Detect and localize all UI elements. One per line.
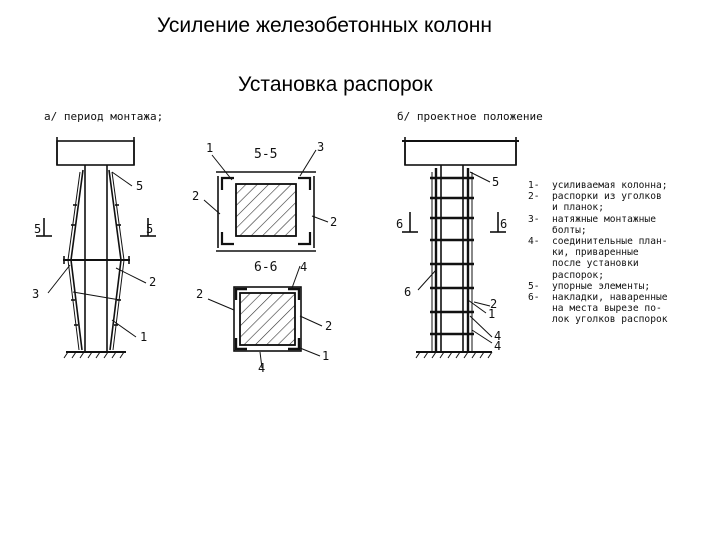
mark-2-b: 2 (490, 297, 497, 311)
mark-5-a: 5 (136, 179, 143, 193)
section-66-labels: 6-6 4 2 2 1 4 (196, 260, 332, 375)
mark-3-s55: 3 (317, 140, 324, 154)
section-55-title: 5-5 (254, 147, 277, 162)
view-a-assembly (36, 137, 156, 359)
mark-5-sec-left: 5 (34, 222, 41, 236)
beam-a (56, 140, 135, 166)
legend-text: соединительные план- ки, приваренные пос… (552, 236, 668, 281)
view-b-design (402, 137, 519, 359)
beam-b (404, 140, 517, 166)
mark-6-sec-right: 6 (500, 217, 507, 231)
legend-num: 6- (528, 292, 540, 304)
section-66-title: 6-6 (254, 260, 277, 275)
legend-item: 6- накладки, наваренные на места вырезе … (528, 292, 668, 326)
mark-4-s66-bottom: 4 (258, 361, 265, 375)
view-a-labels: 5 5 5 3 2 1 (32, 179, 156, 344)
legend-num: 5- (528, 280, 540, 292)
mark-1-b: 1 (488, 307, 495, 321)
legend-text: натяжные монтажные болты; (552, 213, 656, 236)
legend-text: накладки, наваренные на места вырезе по-… (552, 292, 668, 326)
legend-item: 2- распорки из уголков и планок; (528, 191, 668, 213)
legend: 1- усиливаемая колонна; 2- распорки из у… (528, 180, 668, 326)
legend-text: упорные элементы; (552, 280, 651, 292)
slide-subtitle: Установка распорок (238, 73, 433, 96)
mark-4-s66-top: 4 (300, 260, 307, 274)
legend-item: 5- упорные элементы; (528, 281, 668, 292)
legend-item: 3- натяжные монтажные болты; (528, 214, 668, 236)
legend-text: усиливаемая колонна; (552, 180, 668, 191)
right-caption: б/ проектное положение (397, 110, 543, 123)
slide-title: Усиление железобетонных колонн (157, 14, 492, 37)
mark-2-s55-left: 2 (192, 189, 199, 203)
legend-text: распорки из уголков и планок; (552, 191, 662, 214)
legend-num: 3- (528, 213, 540, 225)
mark-5-b: 5 (492, 175, 499, 189)
mark-2-s66-right: 2 (325, 319, 332, 333)
section-6-6 (207, 265, 323, 369)
mark-2-s66-left: 2 (196, 287, 203, 301)
mark-4-b-bottom: 4 (494, 339, 501, 353)
mark-5-sec-right: 5 (146, 222, 153, 236)
legend-item: 4- соединительные план- ки, приваренные … (528, 236, 668, 281)
mark-4-b-top: 4 (494, 329, 501, 343)
section-5-5 (203, 149, 329, 252)
legend-item: 1- усиливаемая колонна; (528, 180, 668, 191)
legend-num: 1- (528, 180, 540, 191)
section-55-labels: 5-5 1 3 2 2 (192, 140, 337, 229)
mark-1-a: 1 (140, 330, 147, 344)
mark-1-s55: 1 (206, 141, 213, 155)
left-caption: а/ период монтажа; (44, 110, 164, 123)
mark-2-s55-right: 2 (330, 215, 337, 229)
column-section-66 (239, 292, 296, 346)
view-b-labels: 5 6 6 6 2 1 4 4 (396, 175, 507, 353)
mark-1-s66: 1 (322, 349, 329, 363)
column-section-55 (235, 183, 297, 237)
mark-3-a: 3 (32, 287, 39, 301)
mark-2-a: 2 (149, 275, 156, 289)
legend-num: 4- (528, 236, 540, 248)
mark-6-b: 6 (404, 285, 411, 299)
legend-num: 2- (528, 191, 540, 203)
mark-6-sec: 6 (396, 217, 403, 231)
